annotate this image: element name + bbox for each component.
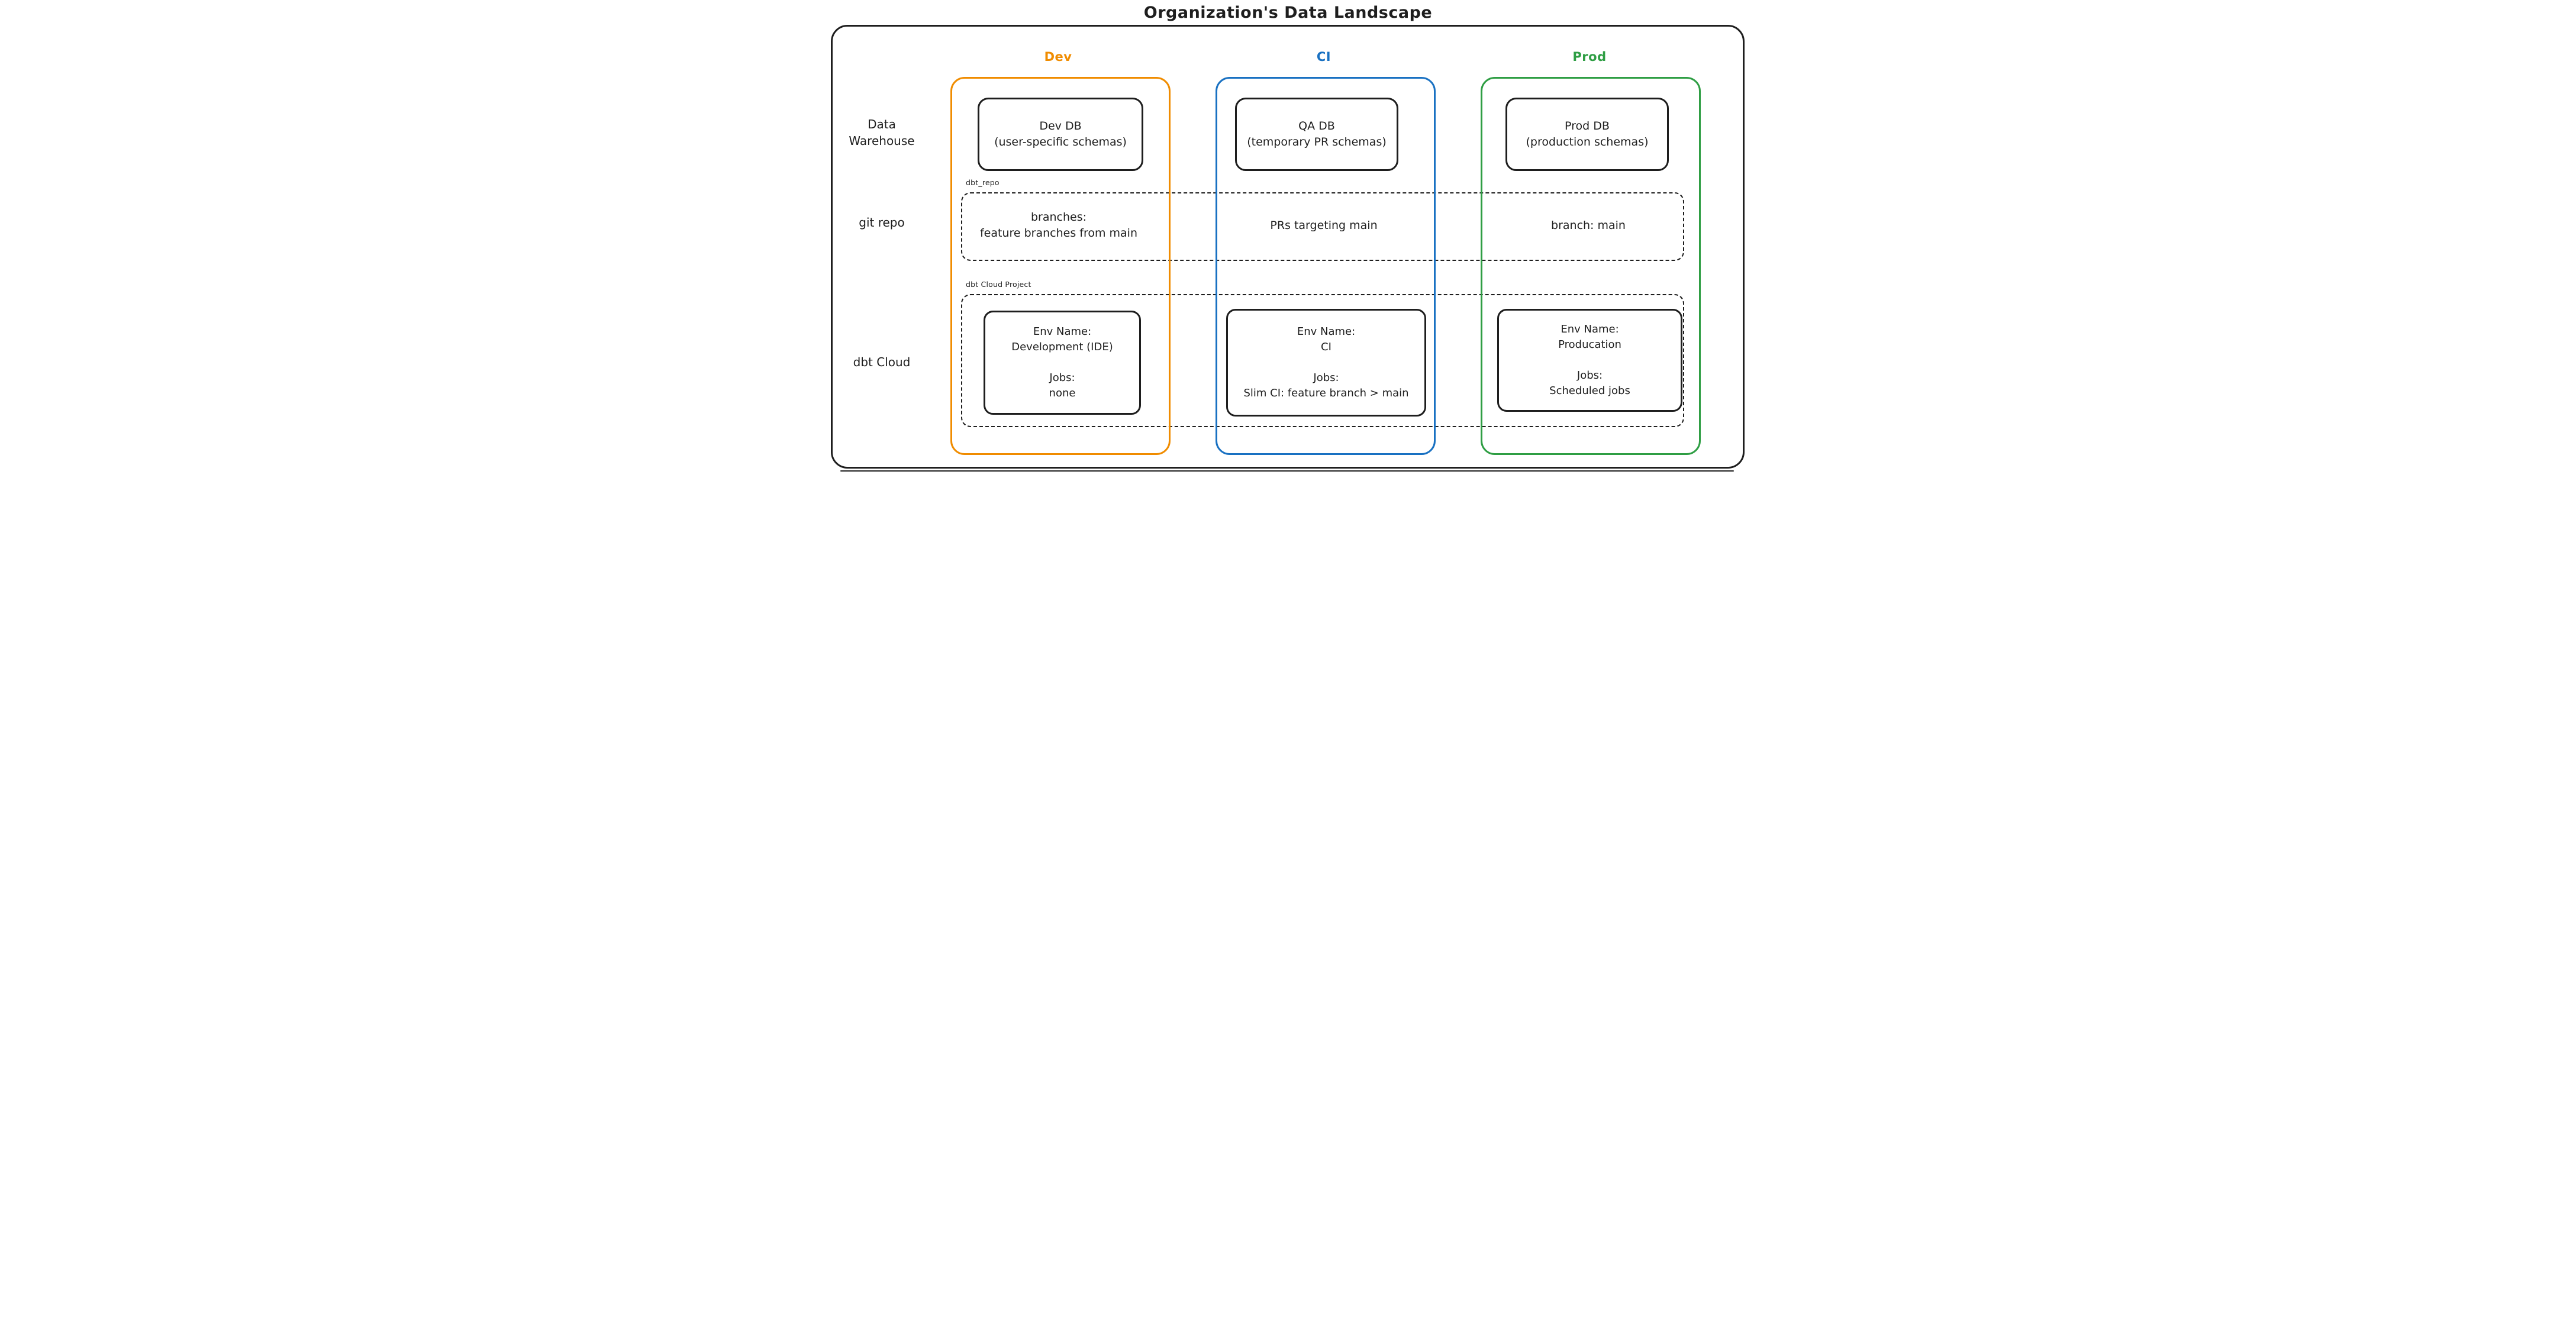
qa-db-detail: (temporary PR schemas): [1247, 135, 1387, 149]
git-repo-prod-text: branch: main: [1551, 219, 1626, 232]
dbt-cloud-ci-env-value: CI: [1321, 341, 1331, 353]
diagram-outer-frame: [831, 25, 1745, 469]
git-repo-dev-line1: branches:: [1030, 211, 1087, 224]
qa-db-box: QA DB (temporary PR schemas): [1235, 98, 1398, 171]
column-box-dev: [950, 77, 1171, 455]
column-box-ci: [1216, 77, 1436, 455]
git-repo-container-label: dbt_repo: [966, 178, 1000, 187]
prod-db-name: Prod DB: [1565, 120, 1610, 133]
dbt-cloud-ci-jobs-label: Jobs:: [1313, 372, 1339, 384]
dbt-cloud-prod-env-value: Producation: [1558, 338, 1621, 351]
dbt-cloud-prod-jobs-value: Scheduled jobs: [1549, 385, 1630, 397]
git-repo-ci-text: PRs targeting main: [1270, 219, 1378, 232]
column-header-ci: CI: [1316, 50, 1331, 64]
dev-db-name: Dev DB: [1039, 120, 1082, 133]
dev-db-detail: (user-specific schemas): [994, 135, 1127, 149]
git-repo-dashed-container: [961, 192, 1684, 261]
dbt-cloud-prod-env-label: Env Name:: [1561, 323, 1619, 335]
page-title: Organization's Data Landscape: [1143, 4, 1433, 22]
dbt-cloud-ci-env-label: Env Name:: [1297, 325, 1356, 338]
git-repo-dev-text: branches: feature branches from main: [970, 209, 1147, 241]
dbt-cloud-dev-env-value: Development (IDE): [1011, 341, 1113, 353]
column-header-dev: Dev: [1044, 50, 1072, 64]
row-label-git-repo: git repo: [859, 215, 905, 230]
prod-db-detail: (production schemas): [1526, 135, 1649, 149]
row-label-data-warehouse-line1: Data: [868, 117, 896, 131]
git-repo-dev-line2: feature branches from main: [979, 227, 1138, 240]
qa-db-name: QA DB: [1298, 120, 1335, 133]
dbt-cloud-dashed-container: [961, 294, 1684, 427]
dbt-cloud-prod-jobs-label: Jobs:: [1576, 369, 1603, 382]
row-label-data-warehouse-line2: Warehouse: [849, 134, 915, 148]
prod-db-box: Prod DB (production schemas): [1505, 98, 1669, 171]
dev-db-box: Dev DB (user-specific schemas): [978, 98, 1143, 171]
column-box-prod: [1481, 77, 1701, 455]
row-label-dbt-cloud: dbt Cloud: [853, 355, 911, 369]
dbt-cloud-ci-jobs-value: Slim CI: feature branch > main: [1243, 387, 1409, 399]
dbt-cloud-dev-env-box: Env Name: Development (IDE) Jobs: none: [984, 311, 1141, 415]
dbt-cloud-container-label: dbt Cloud Project: [966, 280, 1031, 289]
column-header-prod: Prod: [1572, 50, 1607, 64]
diagram-canvas: Organization's Data Landscape Dev CI Pro…: [825, 0, 1751, 473]
frame-bottom-double-stroke: [840, 470, 1734, 472]
row-label-data-warehouse: Data Warehouse: [836, 116, 928, 149]
dbt-cloud-dev-jobs-value: none: [1049, 387, 1076, 399]
dbt-cloud-dev-jobs-label: Jobs:: [1049, 372, 1075, 384]
dbt-cloud-prod-env-box: Env Name: Producation Jobs: Scheduled jo…: [1497, 309, 1682, 412]
dbt-cloud-ci-env-box: Env Name: CI Jobs: Slim CI: feature bran…: [1226, 309, 1426, 417]
dbt-cloud-dev-env-label: Env Name:: [1033, 325, 1092, 338]
